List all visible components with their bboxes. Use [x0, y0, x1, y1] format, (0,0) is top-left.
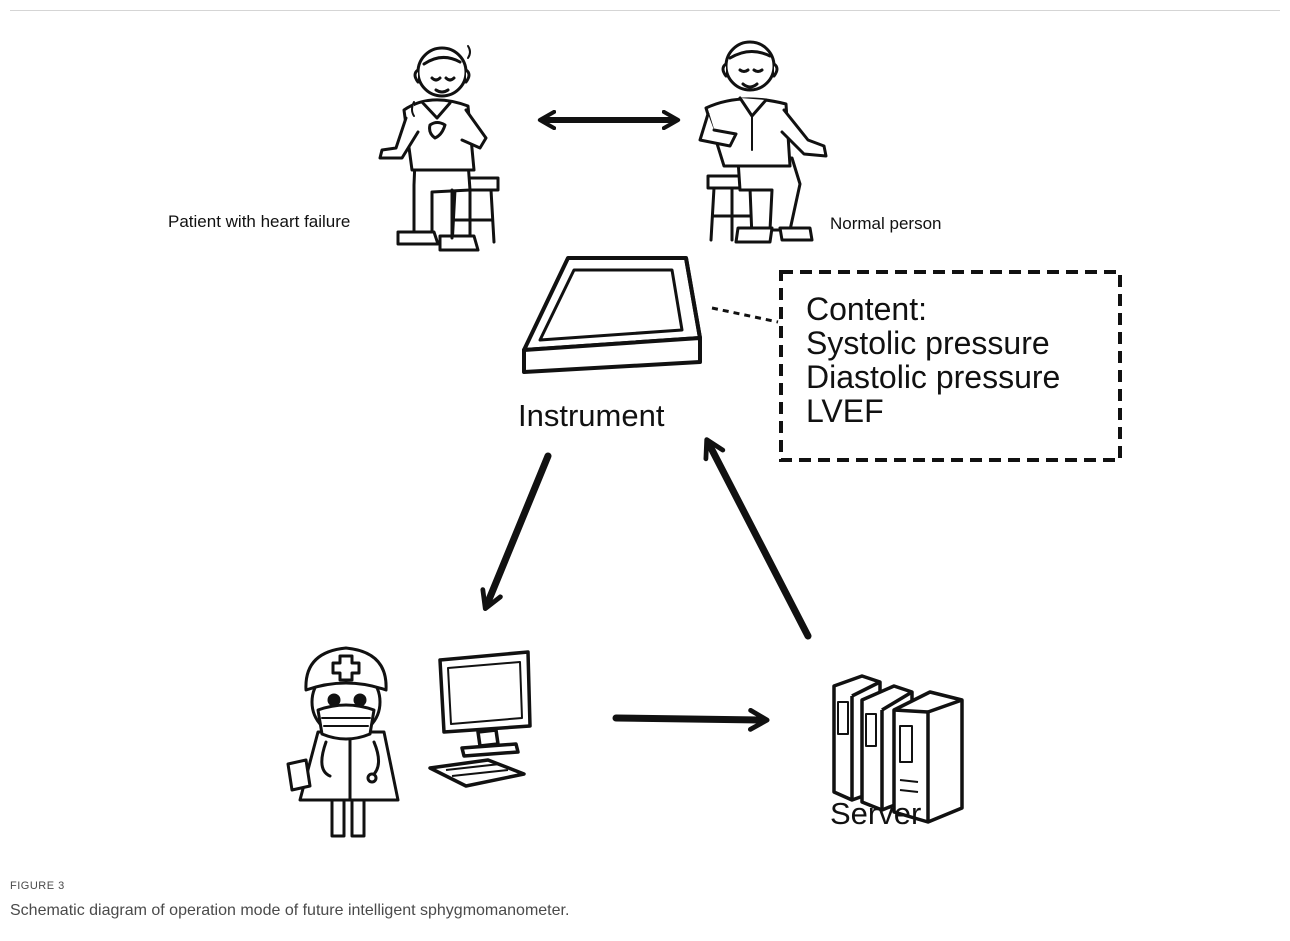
content-line: LVEF [806, 393, 884, 429]
figure-frame [10, 10, 1280, 932]
figure-label: FIGURE 3 [10, 880, 65, 892]
doctor-icon [286, 646, 400, 838]
content-line: Systolic pressure [806, 325, 1050, 361]
content-line: Diastolic pressure [806, 359, 1061, 395]
content-box-border [779, 270, 1122, 462]
figure-caption: Schematic diagram of operation mode of f… [10, 902, 570, 919]
elderly-patient-icon [378, 45, 500, 252]
server-to-instrument-arrow [703, 437, 812, 640]
elderly-person-icon [698, 40, 828, 244]
content-line: Content: [806, 291, 927, 327]
patient-label: Patient with heart failure [168, 212, 351, 231]
server-rack-icon [832, 674, 964, 824]
server-label: Server [830, 796, 922, 831]
instrument-label: Instrument [518, 398, 665, 433]
content-box: Content: Systolic pressure Diastolic pre… [806, 292, 1060, 428]
normal-person-label: Normal person [830, 214, 942, 233]
instrument-to-doctor-arrow [480, 452, 552, 611]
computer-to-server-arrow [612, 707, 770, 732]
schematic-diagram: Patient with heart failure Normal person… [168, 40, 1122, 838]
content-connector [711, 306, 779, 324]
diagram-canvas [286, 40, 1122, 838]
monitor-device-icon [522, 256, 702, 374]
computer-icon [428, 650, 532, 788]
